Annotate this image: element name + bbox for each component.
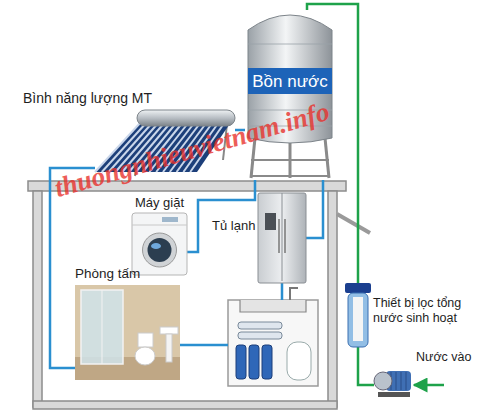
- motor-fin: [406, 372, 407, 390]
- pressure-tank: [287, 342, 311, 380]
- pump-base: [378, 392, 410, 397]
- refrigerator: Tủ lạnh: [258, 193, 306, 283]
- glass-door: [102, 290, 103, 364]
- basin-pedestal: [166, 334, 172, 362]
- drain-pipe: [337, 214, 370, 233]
- filter-cap: [345, 283, 371, 293]
- water-pipe: [281, 283, 284, 300]
- heater-cylinder: [137, 110, 235, 126]
- door-handle: [284, 219, 286, 253]
- stand-leg: [325, 138, 329, 178]
- faucet: [290, 288, 298, 300]
- filter-cartridge: [249, 345, 259, 379]
- node-label: Tủ lạnh: [212, 218, 256, 234]
- bathroom-art: [75, 285, 180, 380]
- water-pipe: [306, 180, 323, 238]
- inlet-arrow: [414, 384, 444, 387]
- door-handle: [278, 219, 280, 253]
- control-panel: [132, 225, 187, 226]
- door-ring: [143, 233, 177, 267]
- bathroom-wall: [75, 285, 180, 380]
- water-tank-art: [245, 10, 335, 180]
- filter-cartridge: [236, 345, 246, 379]
- membrane-housing: [238, 332, 282, 339]
- node-label: Bồn nước: [248, 69, 332, 95]
- glass-highlight: [151, 243, 161, 249]
- door-split: [282, 193, 283, 281]
- water-tank: Bồn nước: [245, 10, 335, 180]
- shower-enclosure: [81, 290, 123, 364]
- water-pipe: [180, 344, 228, 347]
- watermark: thuongnhieuvietnam.info: [51, 96, 333, 204]
- washer-body: [132, 213, 187, 275]
- door-glass: [148, 238, 172, 262]
- motor-fin: [396, 372, 397, 390]
- node-label: Thiết bị lọc tổng nước sinh hoạt: [373, 296, 489, 326]
- filter-cartridge: [262, 345, 272, 379]
- filter-housing: [348, 293, 368, 347]
- water-dispenser: [265, 213, 276, 230]
- toilet-bowl: [135, 347, 155, 365]
- water-pump: Nước vào: [374, 365, 412, 397]
- right-wall: [328, 191, 337, 407]
- wash-basin: [160, 327, 178, 334]
- tank-rib: [248, 44, 332, 45]
- membrane-housing: [238, 322, 282, 329]
- main-filter: Thiết bị lọc tổng nước sinh hoạt: [345, 283, 371, 347]
- display: [162, 217, 178, 222]
- stand-bar: [251, 159, 329, 161]
- node-label: Bình năng lượng MT: [23, 90, 183, 107]
- tank-band: [248, 68, 332, 94]
- water-pump-art: [374, 365, 412, 397]
- pump-head: [374, 372, 392, 390]
- node-label: Phòng tấm: [75, 266, 175, 282]
- ground-floor: [33, 401, 337, 409]
- water-pipe: [358, 347, 374, 385]
- toilet-tank: [138, 333, 153, 347]
- bathroom: Phòng tấm: [75, 285, 180, 380]
- node-label: Nước vào: [416, 350, 486, 365]
- main-filter-art: [345, 283, 371, 347]
- washing-machine: Máy giặt: [132, 213, 187, 275]
- node-label: Máy giặt: [122, 195, 197, 211]
- fridge-body: [258, 193, 306, 283]
- sink-cabinet: [228, 300, 318, 386]
- motor-fin: [401, 372, 402, 390]
- stand-bar: [251, 175, 329, 177]
- left-wall: [33, 191, 42, 407]
- filter-cartridge: [353, 297, 363, 341]
- ro-purifier: [180, 283, 318, 386]
- washing-machine-art: [132, 213, 187, 275]
- refrigerator-art: [258, 193, 306, 283]
- sink-basin: [240, 300, 306, 312]
- water-pipe: [187, 180, 255, 252]
